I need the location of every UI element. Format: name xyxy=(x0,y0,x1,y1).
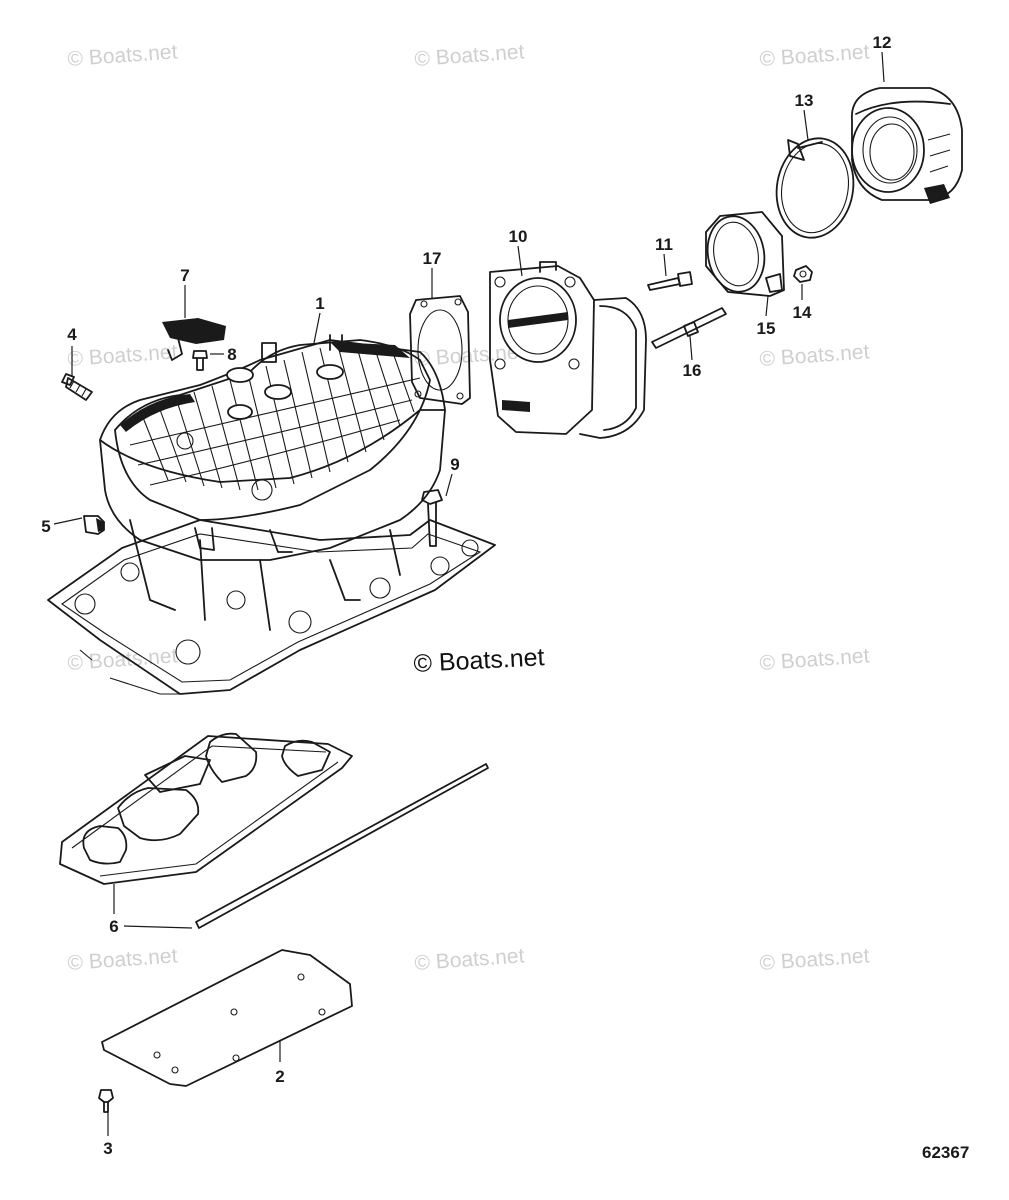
watermark: © Boats.net xyxy=(67,340,179,371)
callout-7: 7 xyxy=(180,266,189,285)
bolt-11 xyxy=(647,271,693,291)
callout-11: 11 xyxy=(655,235,673,254)
figure-number: 62367 xyxy=(922,1143,969,1162)
intake-manifold xyxy=(47,334,496,695)
callout-14: 14 xyxy=(793,303,812,322)
watermark: © Boats.net xyxy=(67,644,179,675)
watermark: © Boats.net xyxy=(67,944,179,975)
callout-2: 2 xyxy=(275,1067,284,1086)
screw-3 xyxy=(98,1089,114,1113)
callout-12: 12 xyxy=(873,33,892,52)
fitting-5 xyxy=(83,515,105,535)
watermark: © Boats.net xyxy=(414,944,526,975)
callout-15: 15 xyxy=(757,319,776,338)
bolt-8 xyxy=(192,350,208,371)
watermark: © Boats.net xyxy=(414,40,526,71)
gaskets-6 xyxy=(59,732,489,929)
air-inlet-12 xyxy=(851,87,963,204)
callout-13: 13 xyxy=(795,91,814,110)
callout-5: 5 xyxy=(41,517,50,536)
sensor-7 xyxy=(162,318,226,361)
callout-8: 8 xyxy=(227,345,236,364)
watermark: © Boats.net xyxy=(759,944,871,975)
main-watermark: © Boats.net xyxy=(413,643,545,678)
adapter-15 xyxy=(705,211,785,297)
callout-10: 10 xyxy=(509,227,528,246)
bolt-9 xyxy=(421,489,443,547)
sensor-4 xyxy=(61,373,93,401)
cover-plate xyxy=(101,949,353,1087)
callout-16: 16 xyxy=(683,361,702,380)
stud-16 xyxy=(651,307,727,349)
nut-14 xyxy=(793,265,813,283)
callout-3: 3 xyxy=(103,1139,112,1158)
callout-9: 9 xyxy=(450,455,459,474)
callout-1: 1 xyxy=(315,294,324,313)
watermark: © Boats.net xyxy=(759,40,871,71)
watermark: © Boats.net xyxy=(67,40,179,71)
callout-6: 6 xyxy=(109,917,118,936)
watermark: © Boats.net xyxy=(759,340,871,371)
clamp-13 xyxy=(775,137,855,239)
watermarks: © Boats.net © Boats.net © Boats.net © Bo… xyxy=(67,40,871,975)
callout-17: 17 xyxy=(423,249,442,268)
callout-4: 4 xyxy=(67,325,77,344)
callout-numbers: 1 2 3 4 5 6 7 8 9 10 11 12 13 14 15 16 1… xyxy=(41,33,891,1158)
gasket-17 xyxy=(409,295,471,405)
leader-lines xyxy=(53,51,885,1136)
watermark: © Boats.net xyxy=(759,644,871,675)
throttle-body xyxy=(489,261,647,439)
